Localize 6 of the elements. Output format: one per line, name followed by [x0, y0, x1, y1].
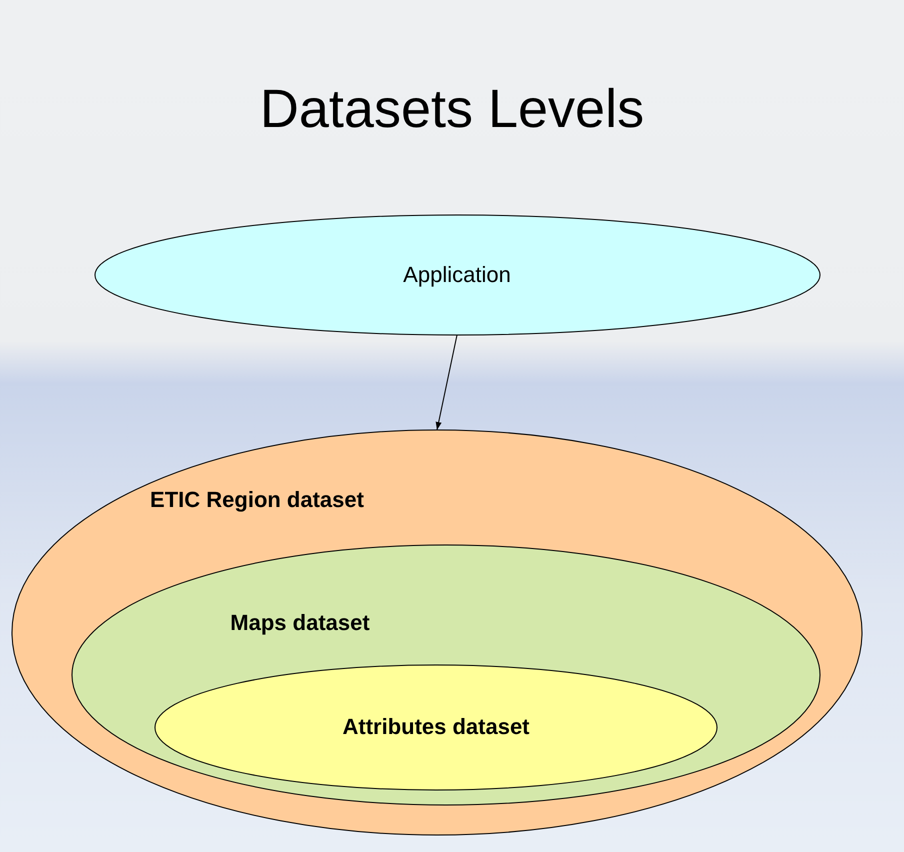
node-label: Attributes dataset: [342, 714, 530, 740]
node-label: ETIC Region dataset: [150, 487, 364, 513]
page-title: Datasets Levels: [258, 78, 646, 140]
node-label: Maps dataset: [230, 610, 370, 636]
arrow: [436, 334, 458, 430]
node-label: Application: [403, 262, 511, 288]
